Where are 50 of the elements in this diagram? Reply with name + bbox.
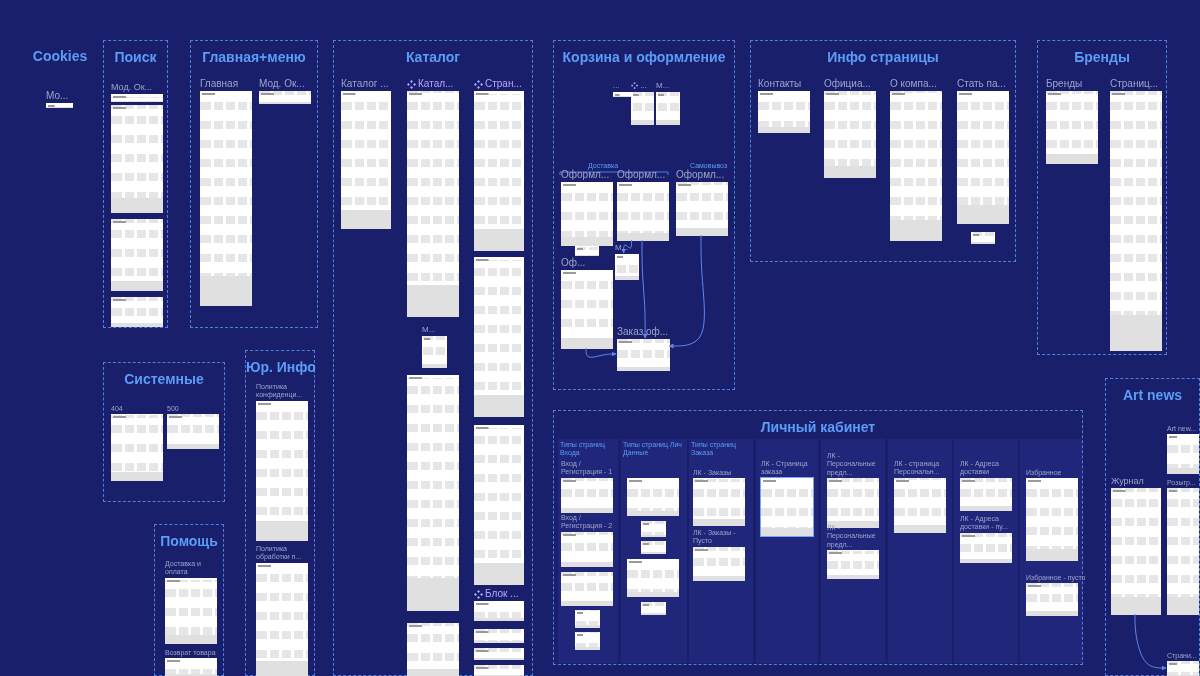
frame-label: Страниц... — [1110, 78, 1159, 90]
section-title: Системные — [123, 371, 205, 387]
frame-label: О компа... — [890, 78, 937, 90]
section-title: Каталог — [404, 49, 462, 65]
frame-label: Оформл... — [617, 169, 666, 181]
frame-label: Заказ оф... — [617, 326, 669, 338]
frame-label: Мод. Ок... — [259, 78, 305, 90]
connector-arrow — [641, 239, 648, 339]
frame-label: Главная — [200, 78, 239, 90]
frame-label: М... — [656, 81, 670, 91]
frame-label: Журнал — [1111, 476, 1144, 487]
frame-label: Бренды — [1046, 78, 1083, 90]
section-title: Поиск — [113, 49, 158, 65]
section-frame — [553, 410, 1083, 665]
frame-label: Катал... — [418, 78, 454, 90]
section-frame — [103, 40, 168, 328]
frame-label: Официа... — [824, 78, 871, 90]
connector-arrow — [1134, 613, 1167, 671]
section-title: Art news — [1121, 387, 1184, 403]
frame-label: Блок ... — [485, 588, 519, 600]
frame-label: Оформл... — [676, 169, 725, 181]
section-title: Главная+меню — [201, 49, 307, 65]
frame-label: Стать па... — [957, 78, 1006, 90]
frame-label: Мо... — [46, 90, 69, 102]
frame-label: М... — [422, 325, 436, 335]
frame-label: Стран... — [485, 78, 522, 90]
frame-label: Оформл... — [561, 169, 610, 181]
frame-label: ... — [640, 81, 647, 91]
section-frame — [1105, 378, 1200, 676]
section-title: Помощь — [159, 533, 219, 549]
frame-label: Каталог ... — [341, 78, 389, 90]
frame-label: Мод. Ок... — [111, 82, 153, 93]
section-title: Юр. Инфо — [246, 359, 314, 375]
section-title: Инфо страницы — [826, 49, 940, 65]
section-title: Cookies — [31, 48, 89, 64]
section-frame — [750, 40, 1016, 262]
section-frame — [553, 40, 735, 390]
frame-label: Контакты — [758, 78, 802, 90]
section-frame — [333, 40, 533, 676]
frame-label: Оф... — [561, 257, 586, 269]
section-title: Корзина и оформление — [561, 49, 727, 65]
section-frame — [154, 524, 224, 676]
section-title: Бренды — [1073, 49, 1131, 65]
section-frame — [245, 350, 315, 676]
section-frame — [1037, 40, 1167, 355]
section-title: Личный кабинет — [759, 419, 877, 435]
section-frame — [103, 362, 225, 502]
frame-label: ... — [613, 81, 620, 91]
connector-arrow — [668, 234, 705, 349]
section-frame — [190, 40, 318, 328]
